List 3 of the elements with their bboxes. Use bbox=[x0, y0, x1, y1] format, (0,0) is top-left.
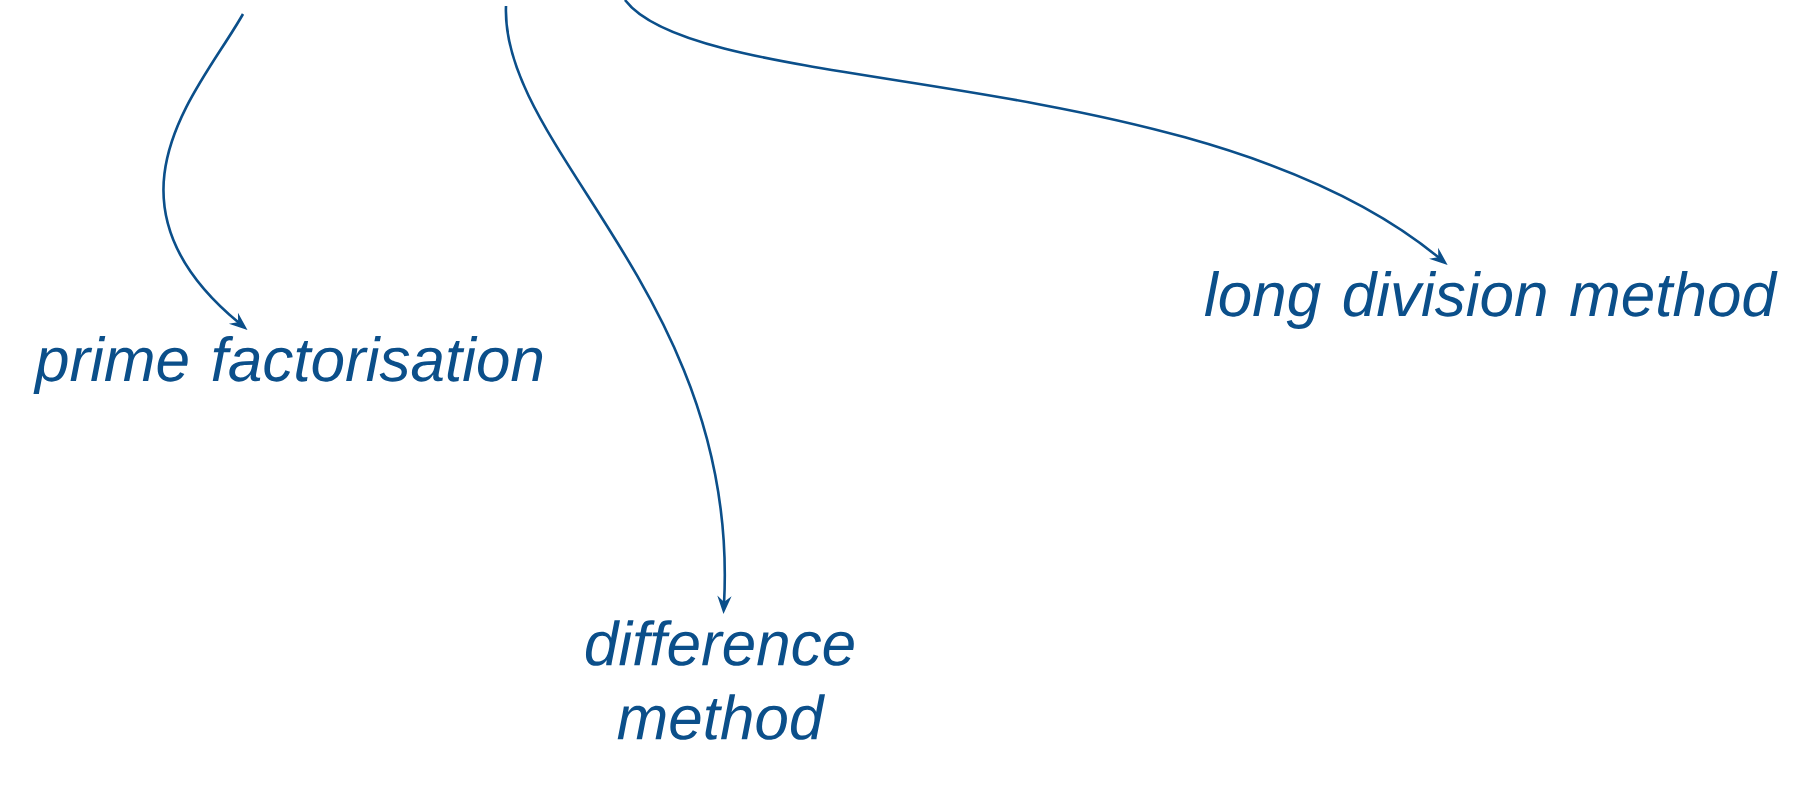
handwritten-label: difference method bbox=[585, 620, 854, 740]
handwritten-label: long division method bbox=[1204, 271, 1778, 329]
handwritten-label: prime factorisation bbox=[33, 336, 543, 394]
